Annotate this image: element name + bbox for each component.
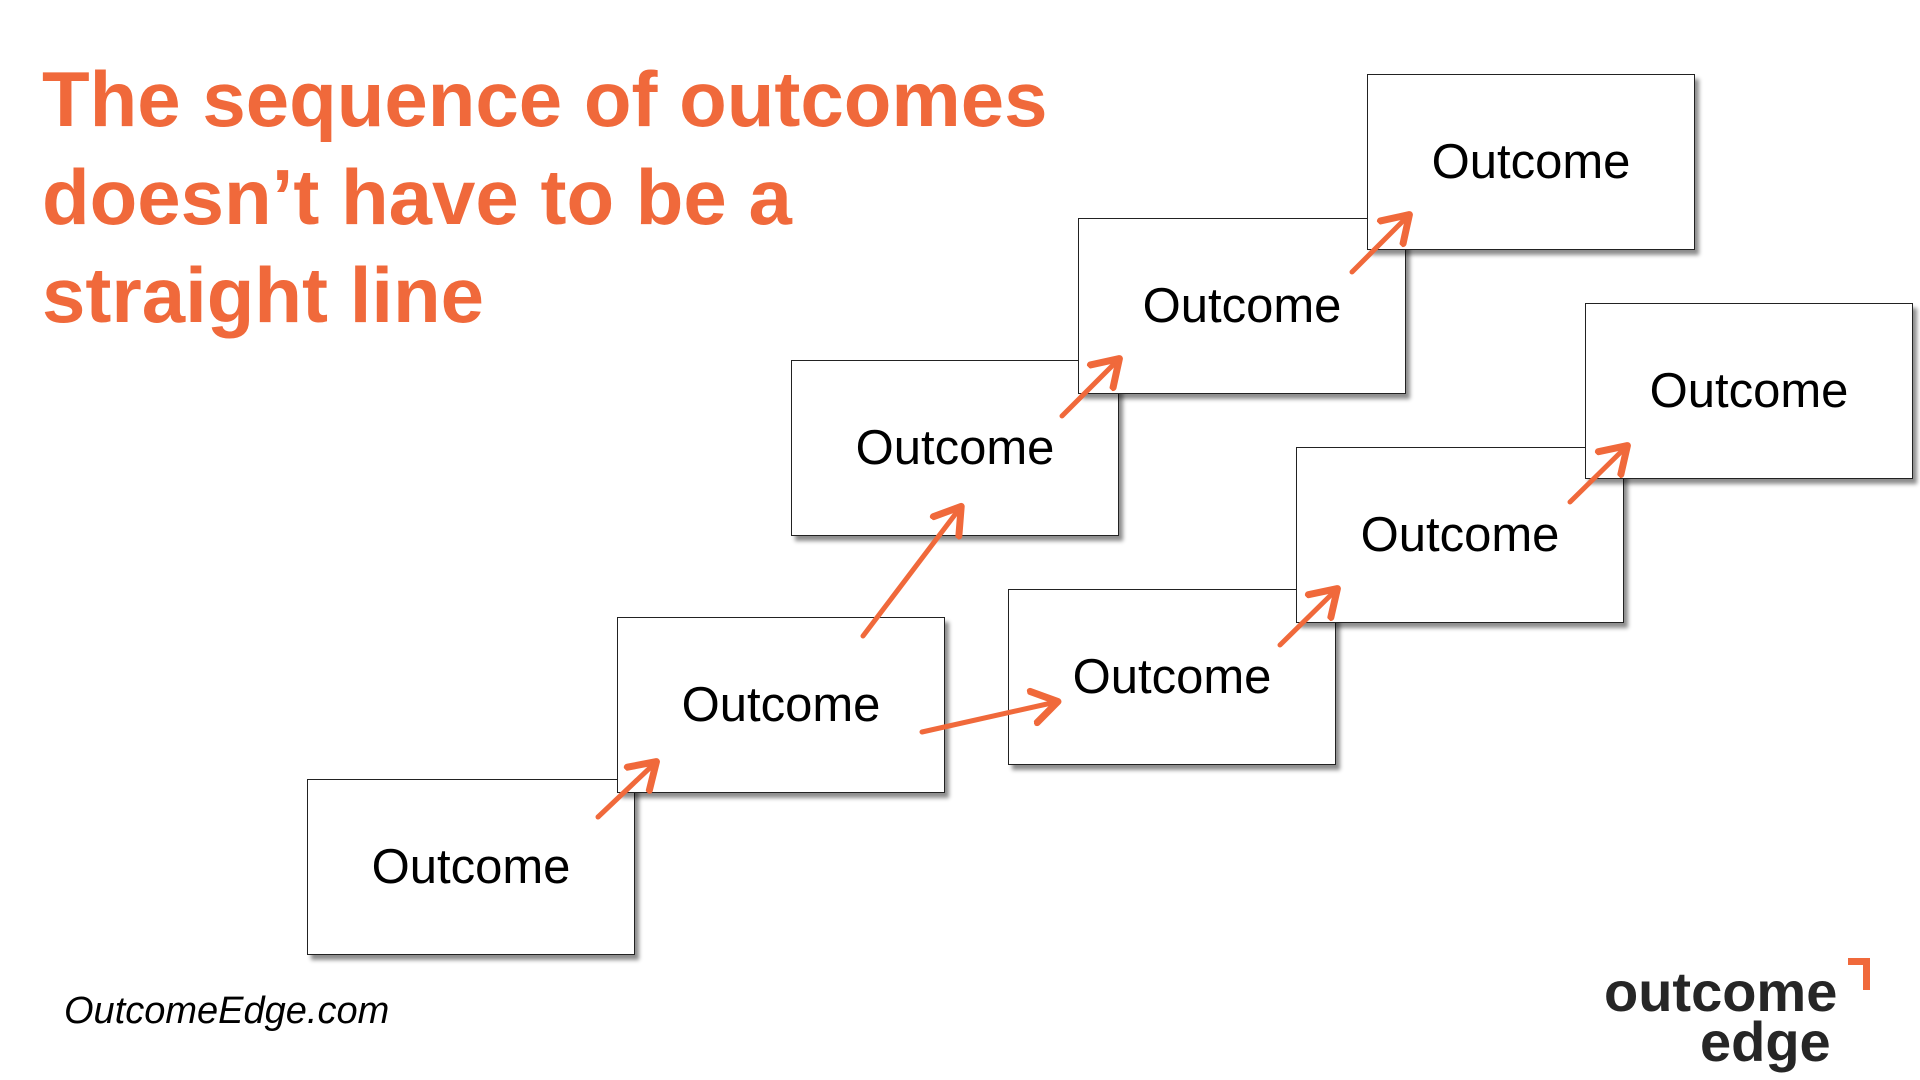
outcome-box-6-label: Outcome [1072, 650, 1272, 704]
outcome-box-5-label: Outcome [1431, 135, 1631, 189]
outcome-box-4-label: Outcome [1142, 279, 1342, 333]
title-line-1: The sequence of outcomes [42, 55, 1048, 143]
title-line-2: doesn’t have to be a [42, 153, 792, 241]
logo-corner-bracket-icon [1848, 958, 1870, 990]
outcome-box-2-label: Outcome [681, 678, 881, 732]
outcome-box-1-label: Outcome [371, 840, 571, 894]
website-link[interactable]: OutcomeEdge.com [64, 990, 390, 1032]
outcome-box-2: Outcome [617, 617, 945, 793]
outcome-box-6: Outcome [1008, 589, 1336, 765]
outcome-box-3: Outcome [791, 360, 1119, 536]
outcome-box-8-label: Outcome [1649, 364, 1849, 418]
outcome-box-7-label: Outcome [1360, 508, 1560, 562]
outcome-box-5: Outcome [1367, 74, 1695, 250]
outcome-box-8: Outcome [1585, 303, 1913, 479]
outcome-box-4: Outcome [1078, 218, 1406, 394]
outcome-box-1: Outcome [307, 779, 635, 955]
outcome-edge-logo: outcome edge [1596, 958, 1876, 1073]
title-line-3: straight line [42, 251, 485, 339]
outcome-box-3-label: Outcome [855, 421, 1055, 475]
logo-word-edge: edge [1700, 1010, 1831, 1073]
outcome-box-7: Outcome [1296, 447, 1624, 623]
logo-word-outcome: outcome [1604, 960, 1838, 1023]
slide-title: The sequence of outcomes doesn’t have to… [42, 50, 1162, 344]
